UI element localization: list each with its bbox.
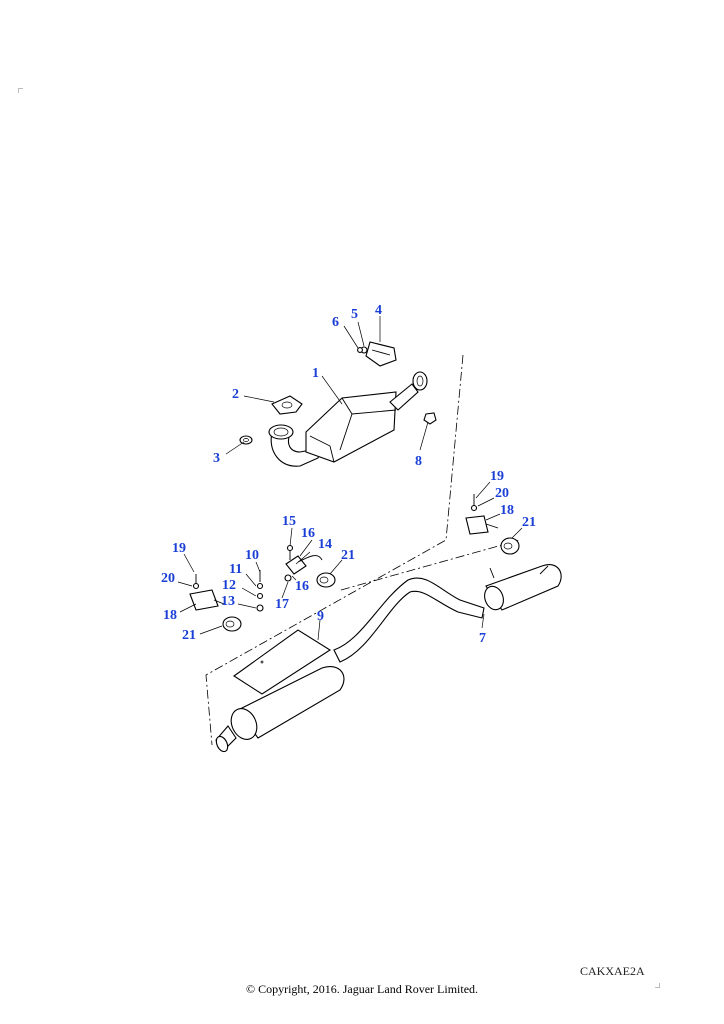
callout-5[interactable]: 5 <box>351 307 358 322</box>
callout-19-right[interactable]: 19 <box>490 469 504 484</box>
callout-16-upper[interactable]: 16 <box>301 526 315 541</box>
callout-8[interactable]: 8 <box>415 454 422 469</box>
callout-7[interactable]: 7 <box>479 631 486 646</box>
gasket <box>271 395 303 415</box>
callout-14[interactable]: 14 <box>318 537 332 552</box>
callout-10[interactable]: 10 <box>245 548 259 563</box>
rubber-mounting-left <box>222 616 242 632</box>
leader-lines <box>177 316 523 641</box>
front-pipe-catalytic-converter <box>268 371 428 467</box>
callout-20-right[interactable]: 20 <box>495 486 509 501</box>
nut-3 <box>239 435 253 445</box>
fastener-stack <box>256 570 264 612</box>
callout-11[interactable]: 11 <box>229 562 242 577</box>
callout-21-left[interactable]: 21 <box>182 628 196 643</box>
callout-19-left[interactable]: 19 <box>172 541 186 556</box>
hanger-clamp <box>284 544 323 582</box>
heat-shield-bracket <box>357 341 397 367</box>
callout-21-right[interactable]: 21 <box>522 515 536 530</box>
callout-12[interactable]: 12 <box>222 578 236 593</box>
corner-mark-top-left <box>18 88 23 93</box>
callout-2[interactable]: 2 <box>232 387 239 402</box>
intermediate-silencer <box>215 629 345 753</box>
callout-13[interactable]: 13 <box>221 594 235 609</box>
callout-1[interactable]: 1 <box>312 366 319 381</box>
rubber-mounting-center <box>316 572 336 588</box>
right-mounting-bracket <box>465 494 499 535</box>
callout-20-left[interactable]: 20 <box>161 571 175 586</box>
callout-15[interactable]: 15 <box>282 514 296 529</box>
corner-mark-bottom-right <box>655 983 660 988</box>
callout-21-center[interactable]: 21 <box>341 548 355 563</box>
callout-9[interactable]: 9 <box>317 609 324 624</box>
callout-18-left[interactable]: 18 <box>163 608 177 623</box>
diagram-reference-code: CAKXAE2A <box>580 964 645 978</box>
copyright-notice: © Copyright, 2016. Jaguar Land Rover Lim… <box>245 982 479 996</box>
callout-16-lower[interactable]: 16 <box>295 579 309 594</box>
rubber-mounting-right <box>500 537 520 555</box>
callout-18-right[interactable]: 18 <box>500 503 514 518</box>
callout-4[interactable]: 4 <box>375 303 382 318</box>
nut-8 <box>423 412 437 425</box>
callout-17[interactable]: 17 <box>275 597 289 612</box>
callouts: 1 2 3 4 5 6 7 8 9 10 11 12 13 14 15 16 1… <box>161 303 536 646</box>
callout-6[interactable]: 6 <box>332 315 339 330</box>
assembly-lines <box>205 354 521 746</box>
callout-3[interactable]: 3 <box>213 451 220 466</box>
tail-pipe-rear-silencer <box>333 564 562 663</box>
